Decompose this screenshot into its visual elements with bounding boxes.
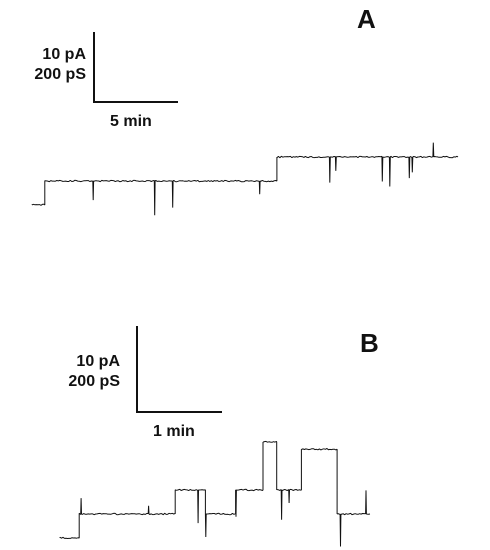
trace-chart-b bbox=[59, 326, 371, 547]
current-trace-b bbox=[59, 440, 371, 547]
panel-letter-b: B bbox=[360, 328, 379, 358]
scale-bar-a bbox=[93, 32, 178, 103]
panel-letter-a: A bbox=[357, 4, 376, 34]
scale-current-a: 10 pA bbox=[42, 46, 86, 63]
panel-a: A 10 pA 200 pS 5 min bbox=[0, 0, 490, 270]
scale-bar-b bbox=[136, 326, 222, 413]
scale-current-b: 10 pA bbox=[76, 353, 120, 370]
panel-b: B 10 pA 200 pS 1 min bbox=[0, 300, 490, 550]
trace-chart-a bbox=[31, 32, 459, 216]
scale-time-label-b: 1 min bbox=[153, 423, 195, 440]
trace-group-a bbox=[31, 142, 459, 216]
scale-conductance-b: 200 pS bbox=[68, 373, 120, 390]
scale-time-label-a: 5 min bbox=[110, 113, 152, 130]
current-trace-a bbox=[31, 142, 459, 216]
scale-current-label-b: 10 pA 200 pS bbox=[40, 352, 120, 392]
trace-group-b bbox=[59, 440, 371, 547]
scale-conductance-a: 200 pS bbox=[34, 66, 86, 83]
scale-current-label-a: 10 pA 200 pS bbox=[10, 45, 86, 85]
